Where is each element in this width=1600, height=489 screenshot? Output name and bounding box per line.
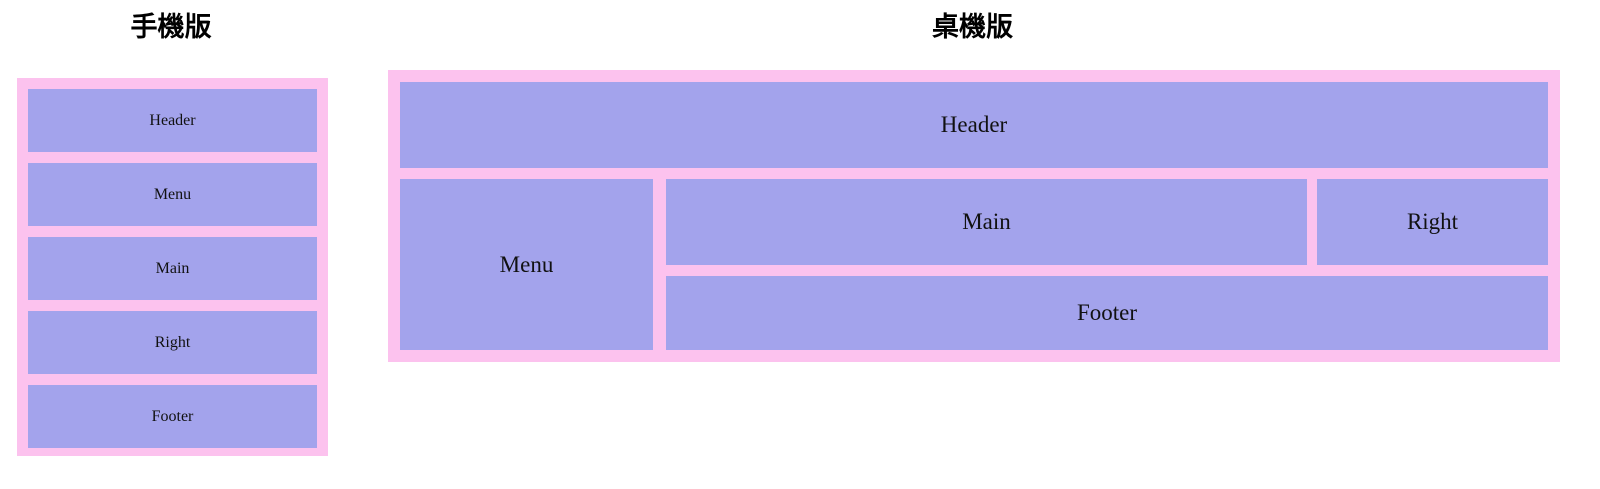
desktop-block-menu: Menu (400, 179, 653, 350)
mobile-section-title: 手機版 (130, 12, 212, 42)
mobile-block-menu: Menu (28, 163, 317, 226)
mobile-block-right: Right (28, 311, 317, 374)
desktop-block-main: Main (666, 179, 1307, 265)
desktop-block-footer: Footer (666, 276, 1548, 350)
desktop-block-right: Right (1317, 179, 1548, 265)
desktop-block-header: Header (400, 82, 1548, 168)
mobile-block-header: Header (28, 89, 317, 152)
mobile-block-footer: Footer (28, 385, 317, 448)
desktop-grid: Header Menu Main Right Footer (400, 82, 1548, 350)
desktop-layout-wrapper: Header Menu Main Right Footer (388, 70, 1560, 362)
mobile-layout-wrapper: Header Menu Main Right Footer (17, 78, 328, 456)
mobile-block-main: Main (28, 237, 317, 300)
desktop-section-title: 桌機版 (932, 12, 1013, 42)
